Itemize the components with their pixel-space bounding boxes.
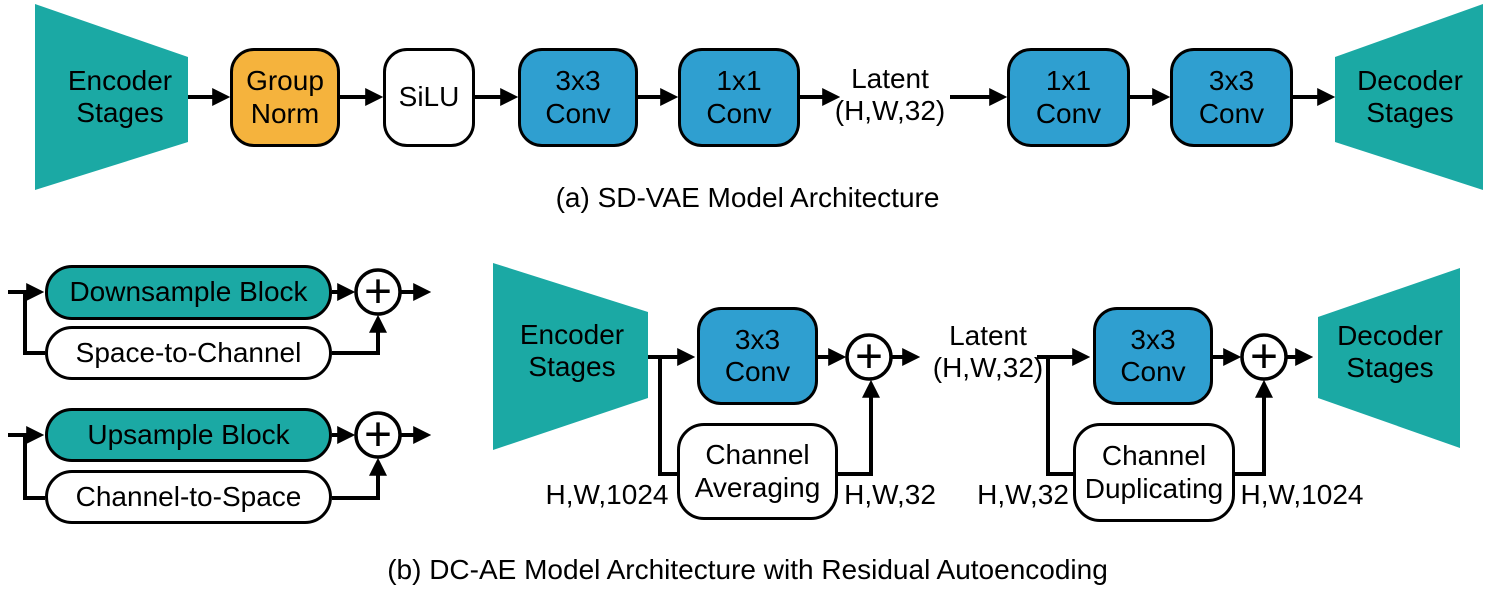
- decoder-stages-label-b: Decoder Stages: [1337, 319, 1443, 383]
- decoder-stages-shape-b: [1318, 268, 1460, 448]
- skip-branch-down: [23, 292, 45, 355]
- plus-icon: +: [1250, 331, 1278, 384]
- conv3x3-encoder-block-b: 3x3 Conv: [697, 307, 818, 405]
- channel-duplicating-block: Channel Duplicating: [1073, 423, 1235, 522]
- skip-arrow-up: [332, 457, 387, 500]
- caption-a: (a) SD-VAE Model Architecture: [555, 182, 940, 213]
- plus-icon: +: [855, 331, 883, 384]
- space-to-channel-block: Space-to-Channel: [45, 326, 332, 380]
- decoder-stages-shape-a: [1335, 4, 1483, 190]
- encoder-stages-label-b: Encoder Stages: [519, 318, 625, 382]
- skip-arrow-down: [332, 314, 387, 355]
- conv1x1-decoder-block-a: 1x1 Conv: [1007, 48, 1130, 147]
- silu-block: SiLU: [383, 48, 475, 147]
- decoder-input-shape-label: H,W,32: [977, 478, 1069, 510]
- downsample-block: Downsample Block: [45, 265, 332, 320]
- encoder-stages-label-a: Encoder Stages: [67, 64, 173, 128]
- decoder-output-shape-label: H,W,1024: [1240, 478, 1364, 510]
- encoder-output-shape-label: H,W,32: [844, 478, 936, 510]
- encoder-stages-shape-b: [493, 263, 648, 450]
- skip-branch-decoder: [1046, 357, 1073, 476]
- skip-branch-up: [23, 435, 45, 500]
- encoder-stages-shape-a: [35, 4, 188, 190]
- encoder-input-shape-label: H,W,1024: [545, 478, 669, 510]
- conv3x3-encoder-block-a: 3x3 Conv: [518, 48, 638, 147]
- upsample-block: Upsample Block: [45, 408, 332, 462]
- channel-to-space-block: Channel-to-Space: [45, 470, 332, 524]
- latent-label-b: Latent (H,W,32): [932, 319, 1044, 383]
- sum-node-decoder: [1240, 333, 1288, 381]
- latent-label-a: Latent (H,W,32): [834, 62, 946, 126]
- plus-icon: +: [364, 266, 392, 319]
- skip-arrow-encoder: [838, 379, 880, 476]
- sum-node-down: [354, 268, 402, 316]
- conv3x3-decoder-block-b: 3x3 Conv: [1093, 307, 1213, 405]
- sum-node-up: [354, 411, 402, 459]
- caption-b: (b) DC-AE Model Architecture with Residu…: [387, 554, 1108, 585]
- skip-arrow-decoder: [1235, 379, 1273, 476]
- plus-icon: +: [364, 409, 392, 462]
- decoder-stages-label-a: Decoder Stages: [1357, 64, 1463, 128]
- conv1x1-encoder-block-a: 1x1 Conv: [678, 48, 800, 147]
- group-norm-block: Group Norm: [230, 48, 340, 147]
- channel-averaging-block: Channel Averaging: [677, 423, 838, 520]
- conv3x3-decoder-block-a: 3x3 Conv: [1170, 48, 1293, 147]
- sum-node-encoder: [845, 333, 893, 381]
- skip-branch-encoder: [658, 357, 677, 476]
